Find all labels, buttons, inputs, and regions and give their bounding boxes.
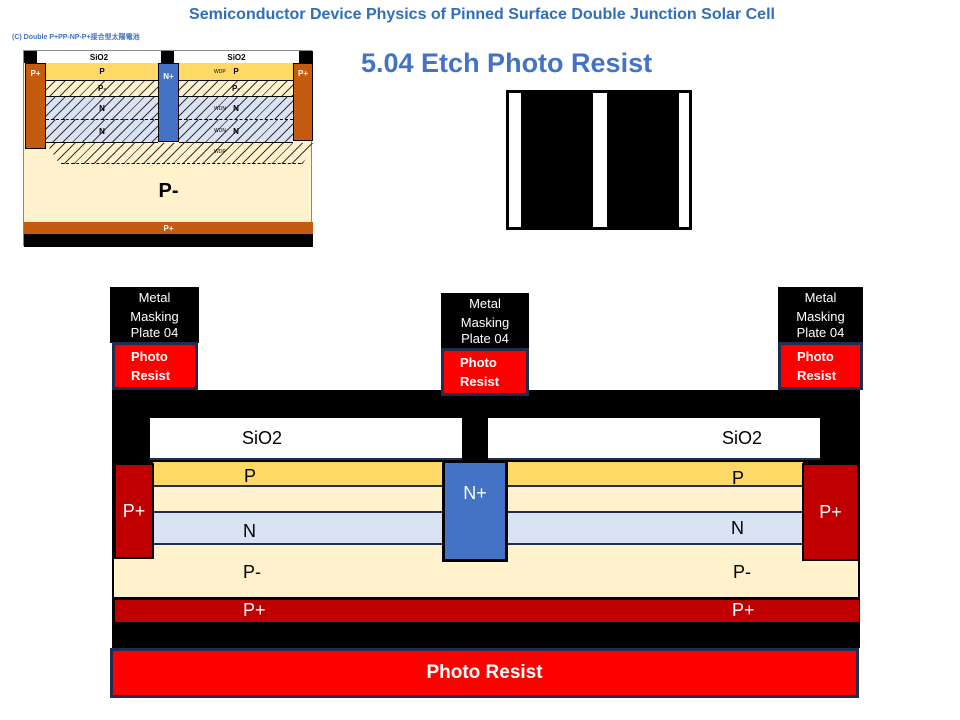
- ref-wdp-top: WDP: [214, 69, 226, 75]
- p-minus-left-label: P-: [243, 562, 261, 582]
- ref-n1-left: N: [46, 97, 158, 120]
- ref-n2-left: N: [46, 120, 158, 143]
- pr-text: Photo: [131, 349, 168, 364]
- ref-pplus-left: P+: [25, 63, 46, 149]
- reference-diagram: SiO2 SiO2 P P P- P- N N N N WDP WDN WDN …: [23, 50, 316, 247]
- ref-n2-right: N: [179, 120, 293, 143]
- page-title: Semiconductor Device Physics of Pinned S…: [189, 6, 775, 23]
- p-plus-bottom-left-label: P+: [243, 600, 266, 620]
- p-plus-bottom-right-label: P+: [732, 600, 755, 620]
- ref-n1-right: N: [179, 97, 293, 120]
- mask-plate: [506, 90, 692, 230]
- ref-depletion: [46, 143, 316, 164]
- ref-p-left: P: [46, 63, 158, 81]
- bottom-photo-resist: Photo Resist: [110, 648, 859, 698]
- pr-text: Photo: [797, 349, 834, 364]
- sio2-right-label: SiO2: [722, 428, 763, 448]
- ref-sio2-left: SiO2: [37, 51, 161, 63]
- pr-text: Resist: [797, 368, 837, 383]
- p-minus-right-label: P-: [733, 562, 751, 582]
- p-left-label: P: [244, 466, 257, 486]
- pr-text: Photo: [460, 355, 497, 370]
- mask-clear-strip: [509, 93, 521, 227]
- n-right-label: N: [731, 518, 744, 538]
- step-title: 5.04 Etch Photo Resist: [361, 48, 653, 78]
- p-right-label: P: [732, 468, 745, 488]
- p-plus-left-contact: P+: [114, 463, 154, 559]
- mask-text: Metal: [469, 296, 501, 311]
- mask-text: Plate 04: [461, 331, 509, 346]
- mask-text: Masking: [796, 309, 845, 324]
- reference-caption: (C) Double P+PP-NP-P+接合型太陽電池: [12, 34, 140, 41]
- mask-text: Masking: [460, 315, 510, 330]
- ref-pminus-left: P-: [46, 81, 158, 97]
- sio2-left-label: SiO2: [242, 428, 283, 448]
- ref-pplus-right: P+: [293, 63, 313, 141]
- ref-pminus-right: P-: [179, 81, 293, 97]
- p-minus-bulk: [114, 545, 858, 599]
- sio2-left: SiO2: [150, 418, 462, 460]
- ref-wdn-1: WDN: [214, 106, 226, 112]
- n-left-label: N: [243, 521, 256, 541]
- n-plus-contact: N+: [442, 460, 508, 562]
- ref-pplus-bottom: P+: [24, 222, 313, 234]
- mask-text: Plate 04: [796, 325, 845, 340]
- p-plus-right-contact: P+: [802, 463, 859, 561]
- ref-sio2-right: SiO2: [174, 51, 299, 63]
- ref-p-right: P: [179, 63, 293, 81]
- mask-text: Metal: [804, 290, 837, 305]
- ref-nplus: N+: [158, 63, 179, 142]
- mask-clear-strip: [679, 93, 689, 227]
- ref-bulk: P-: [158, 179, 179, 202]
- mask-clear-strip: [593, 93, 607, 227]
- pr-text: Resist: [131, 368, 171, 383]
- ref-wdn-2: WDN: [214, 128, 226, 134]
- mask-text: Metal: [138, 290, 171, 305]
- p-plus-bottom: [115, 600, 859, 622]
- ref-wdp-bottom: WDP: [214, 149, 226, 155]
- sio2-right: SiO2: [488, 418, 820, 460]
- pr-text: Resist: [460, 374, 500, 389]
- mask-text: Masking: [130, 309, 179, 324]
- mask-text: Plate 04: [130, 325, 179, 340]
